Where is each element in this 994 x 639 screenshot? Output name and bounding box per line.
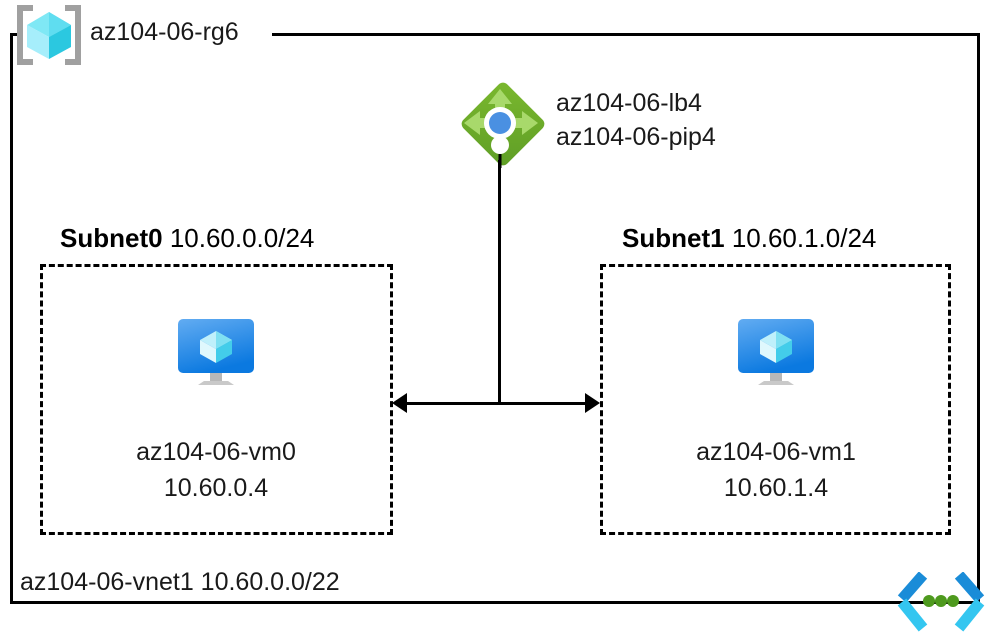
- subnet1-box: [600, 264, 951, 535]
- vm0-ip: 10.60.0.4: [163, 474, 269, 502]
- subnet1-name: Subnet1: [622, 223, 725, 253]
- load-balancer-labels: az104-06-lb4 az104-06-pip4: [556, 86, 716, 154]
- vm1-name: az104-06-vm1: [696, 438, 856, 466]
- subnet1-cidr: 10.60.1.0/24: [731, 223, 877, 253]
- subnet0-title: Subnet0 10.60.0.0/24: [60, 222, 314, 254]
- subnet-to-subnet-arrow-line: [400, 402, 594, 405]
- resource-group-border-top-left: [10, 33, 20, 36]
- subnet1-title: Subnet1 10.60.1.0/24: [622, 222, 876, 254]
- vm1-labels: az104-06-vm1 10.60.1.4: [606, 434, 946, 506]
- subnet-to-subnet-arrow-head-right: [585, 393, 600, 413]
- subnet0-cidr: 10.60.0.0/24: [169, 223, 315, 253]
- subnet-to-subnet-arrow-head-left: [392, 393, 407, 413]
- load-balancer-name: az104-06-lb4: [556, 89, 702, 117]
- vm1-ip: 10.60.1.4: [723, 474, 829, 502]
- resource-group-label: az104-06-rg6: [90, 18, 239, 46]
- subnet0-name: Subnet0: [60, 223, 163, 253]
- virtual-machine-icon: [172, 315, 260, 391]
- load-balancer-icon: [453, 76, 547, 168]
- resource-group-border-top-right: [272, 33, 980, 36]
- resource-group-border-bottom: [10, 601, 980, 604]
- vm0-name: az104-06-vm0: [136, 438, 296, 466]
- load-balancer-connector-line: [498, 160, 501, 404]
- vm0-labels: az104-06-vm0 10.60.0.4: [46, 434, 386, 506]
- virtual-network-icon: [893, 571, 989, 632]
- vnet-label: az104-06-vnet1 10.60.0.0/22: [20, 568, 340, 596]
- virtual-machine-icon: [732, 315, 820, 391]
- resource-group-border-right: [977, 33, 980, 604]
- subnet0-box: [40, 264, 393, 535]
- public-ip-name: az104-06-pip4: [556, 123, 716, 151]
- resource-group-border-left: [10, 33, 13, 604]
- resource-group-cube-icon: [14, 4, 84, 66]
